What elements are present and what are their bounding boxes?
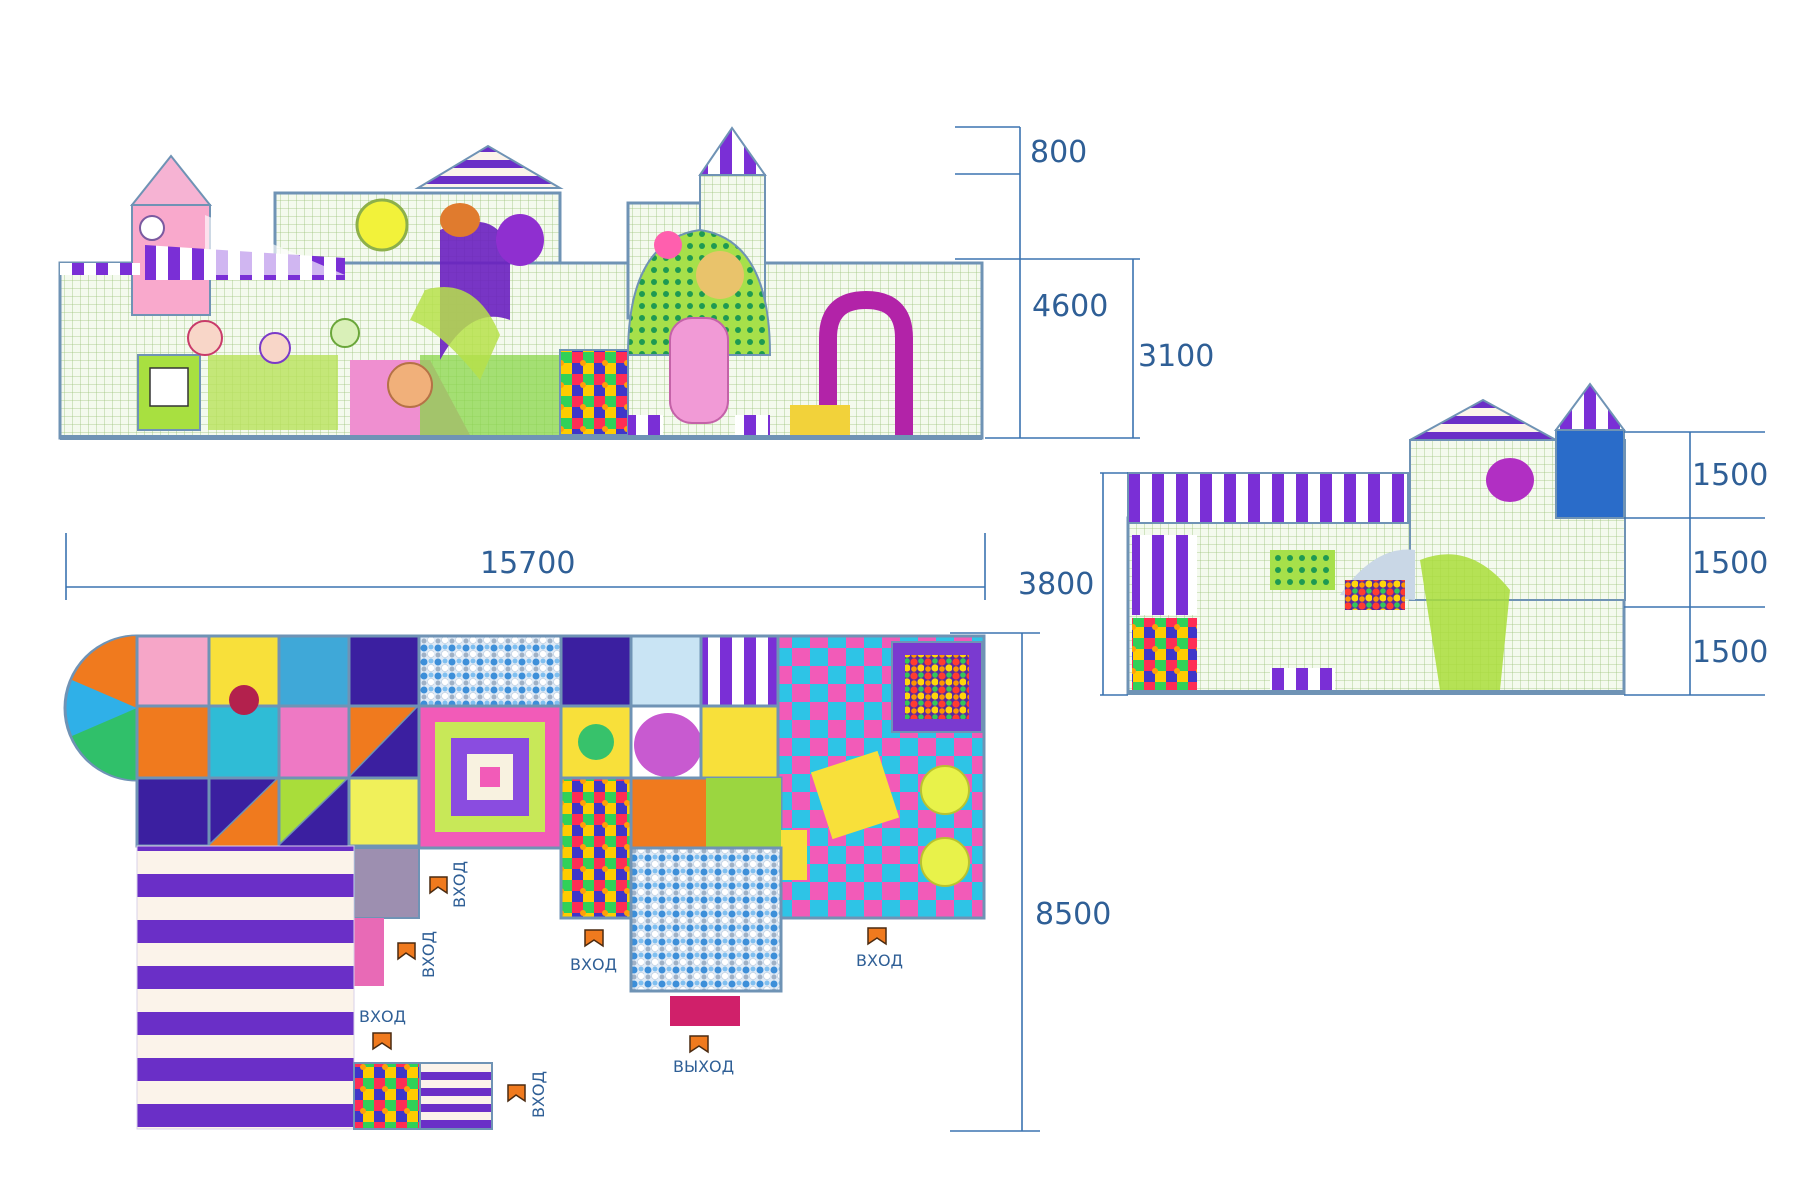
plan-main-ball-pool [629, 846, 783, 993]
ice-cream-sign-1 [187, 320, 223, 356]
entrance-arrow-icon [397, 942, 416, 961]
ice-cream-sign-3 [330, 318, 360, 348]
side-dimension-lines [1100, 431, 1765, 696]
side-stripe-panel [1132, 535, 1197, 615]
orange-tube [440, 203, 480, 237]
entrance-label: ВХОД [570, 955, 617, 974]
plan-cell-light-blue [629, 634, 703, 708]
plan-cell-pinwheel [699, 634, 780, 708]
dim-1500-mid: 1500 [1692, 546, 1768, 581]
side-awning [1127, 472, 1409, 524]
plan-dimension-lines [65, 533, 1040, 1132]
kids-panel [420, 355, 560, 435]
plan-cell-purple-tube-2 [559, 634, 633, 708]
pink-door [669, 317, 729, 424]
plan-entrance-ramp [353, 847, 420, 919]
rain-panel [1555, 429, 1625, 519]
dim-3800: 3800 [1018, 567, 1094, 602]
side-tube-slide [1486, 458, 1534, 502]
plan-round-table-2 [920, 837, 970, 887]
dim-3100: 3100 [1138, 339, 1214, 374]
soft-blocks [790, 405, 850, 435]
entrance-label: ВХОД [856, 951, 903, 970]
plan-cell-orange [135, 704, 211, 780]
side-puzzle-panel [1132, 618, 1197, 691]
entrance-arrow-icon [372, 1032, 392, 1051]
plan-tube-slide-top [634, 713, 702, 777]
candy-icon [654, 231, 682, 259]
front-dimension-lines [955, 126, 1140, 439]
exit-label: ВЫХОД [673, 1057, 734, 1076]
purple-tower-roof [698, 126, 767, 176]
clock-icon [139, 215, 165, 241]
dim-1500-top: 1500 [1692, 458, 1768, 493]
side-center-roof [1409, 398, 1557, 441]
entrance-label: ВХОД [529, 1071, 548, 1118]
plan-striped-entry [419, 1062, 493, 1130]
plan-exit-step [670, 996, 740, 1026]
dim-1500-bottom: 1500 [1692, 635, 1768, 670]
puzzle-panel [559, 349, 629, 436]
dim-8500: 8500 [1035, 897, 1111, 932]
pink-tower-roof [129, 154, 213, 206]
exit-arrow-icon [689, 1035, 709, 1054]
green-slide [410, 287, 500, 380]
plan-cell-pink [135, 634, 211, 708]
flower-arch [819, 290, 913, 438]
entrance-arrow-icon [429, 876, 448, 895]
plan-cell-cyan [207, 704, 281, 780]
plan-puzzle-floor [559, 776, 633, 920]
plan-tic-tac-toe-table [810, 750, 900, 840]
front-elevation [58, 126, 984, 440]
plan-cell-pink-2 [277, 704, 351, 780]
plan-cell-blue-star [277, 634, 351, 708]
side-tower-roof [1554, 382, 1626, 431]
ice-cream-sign-2 [259, 332, 291, 364]
plan-ball-pool-top [417, 634, 563, 708]
side-green-slide [1420, 554, 1510, 690]
dim-15700: 15700 [480, 546, 575, 581]
entrance-markers [372, 876, 887, 1103]
cupcake-icon [696, 251, 744, 299]
entrance-arrow-icon [507, 1084, 526, 1103]
plan-cell-purple-tube [347, 634, 421, 708]
entrance-label: ВХОД [359, 1007, 406, 1026]
plan-cell-yellow-tube [347, 776, 421, 848]
entrance-arrow-icon [584, 929, 604, 948]
plan-view [63, 634, 986, 1130]
plan-round-table-1 [920, 765, 970, 815]
small-awning [60, 263, 140, 275]
center-tower-roof [414, 144, 564, 189]
round-window [355, 198, 409, 252]
dim-4600: 4600 [1032, 289, 1108, 324]
plan-cell-abacus [135, 776, 211, 848]
dim-800: 800 [1030, 135, 1087, 170]
entrance-arrow-icon [867, 927, 887, 946]
entrance-label: ВХОД [450, 861, 469, 908]
entrance-label: ВХОД [419, 931, 438, 978]
plan-puzzle-entry [353, 1062, 421, 1130]
side-elevation [1126, 382, 1626, 695]
plan-cell-stars [699, 704, 780, 780]
plan-striped-area [136, 845, 355, 1130]
teddy-bear-panel [387, 362, 433, 408]
